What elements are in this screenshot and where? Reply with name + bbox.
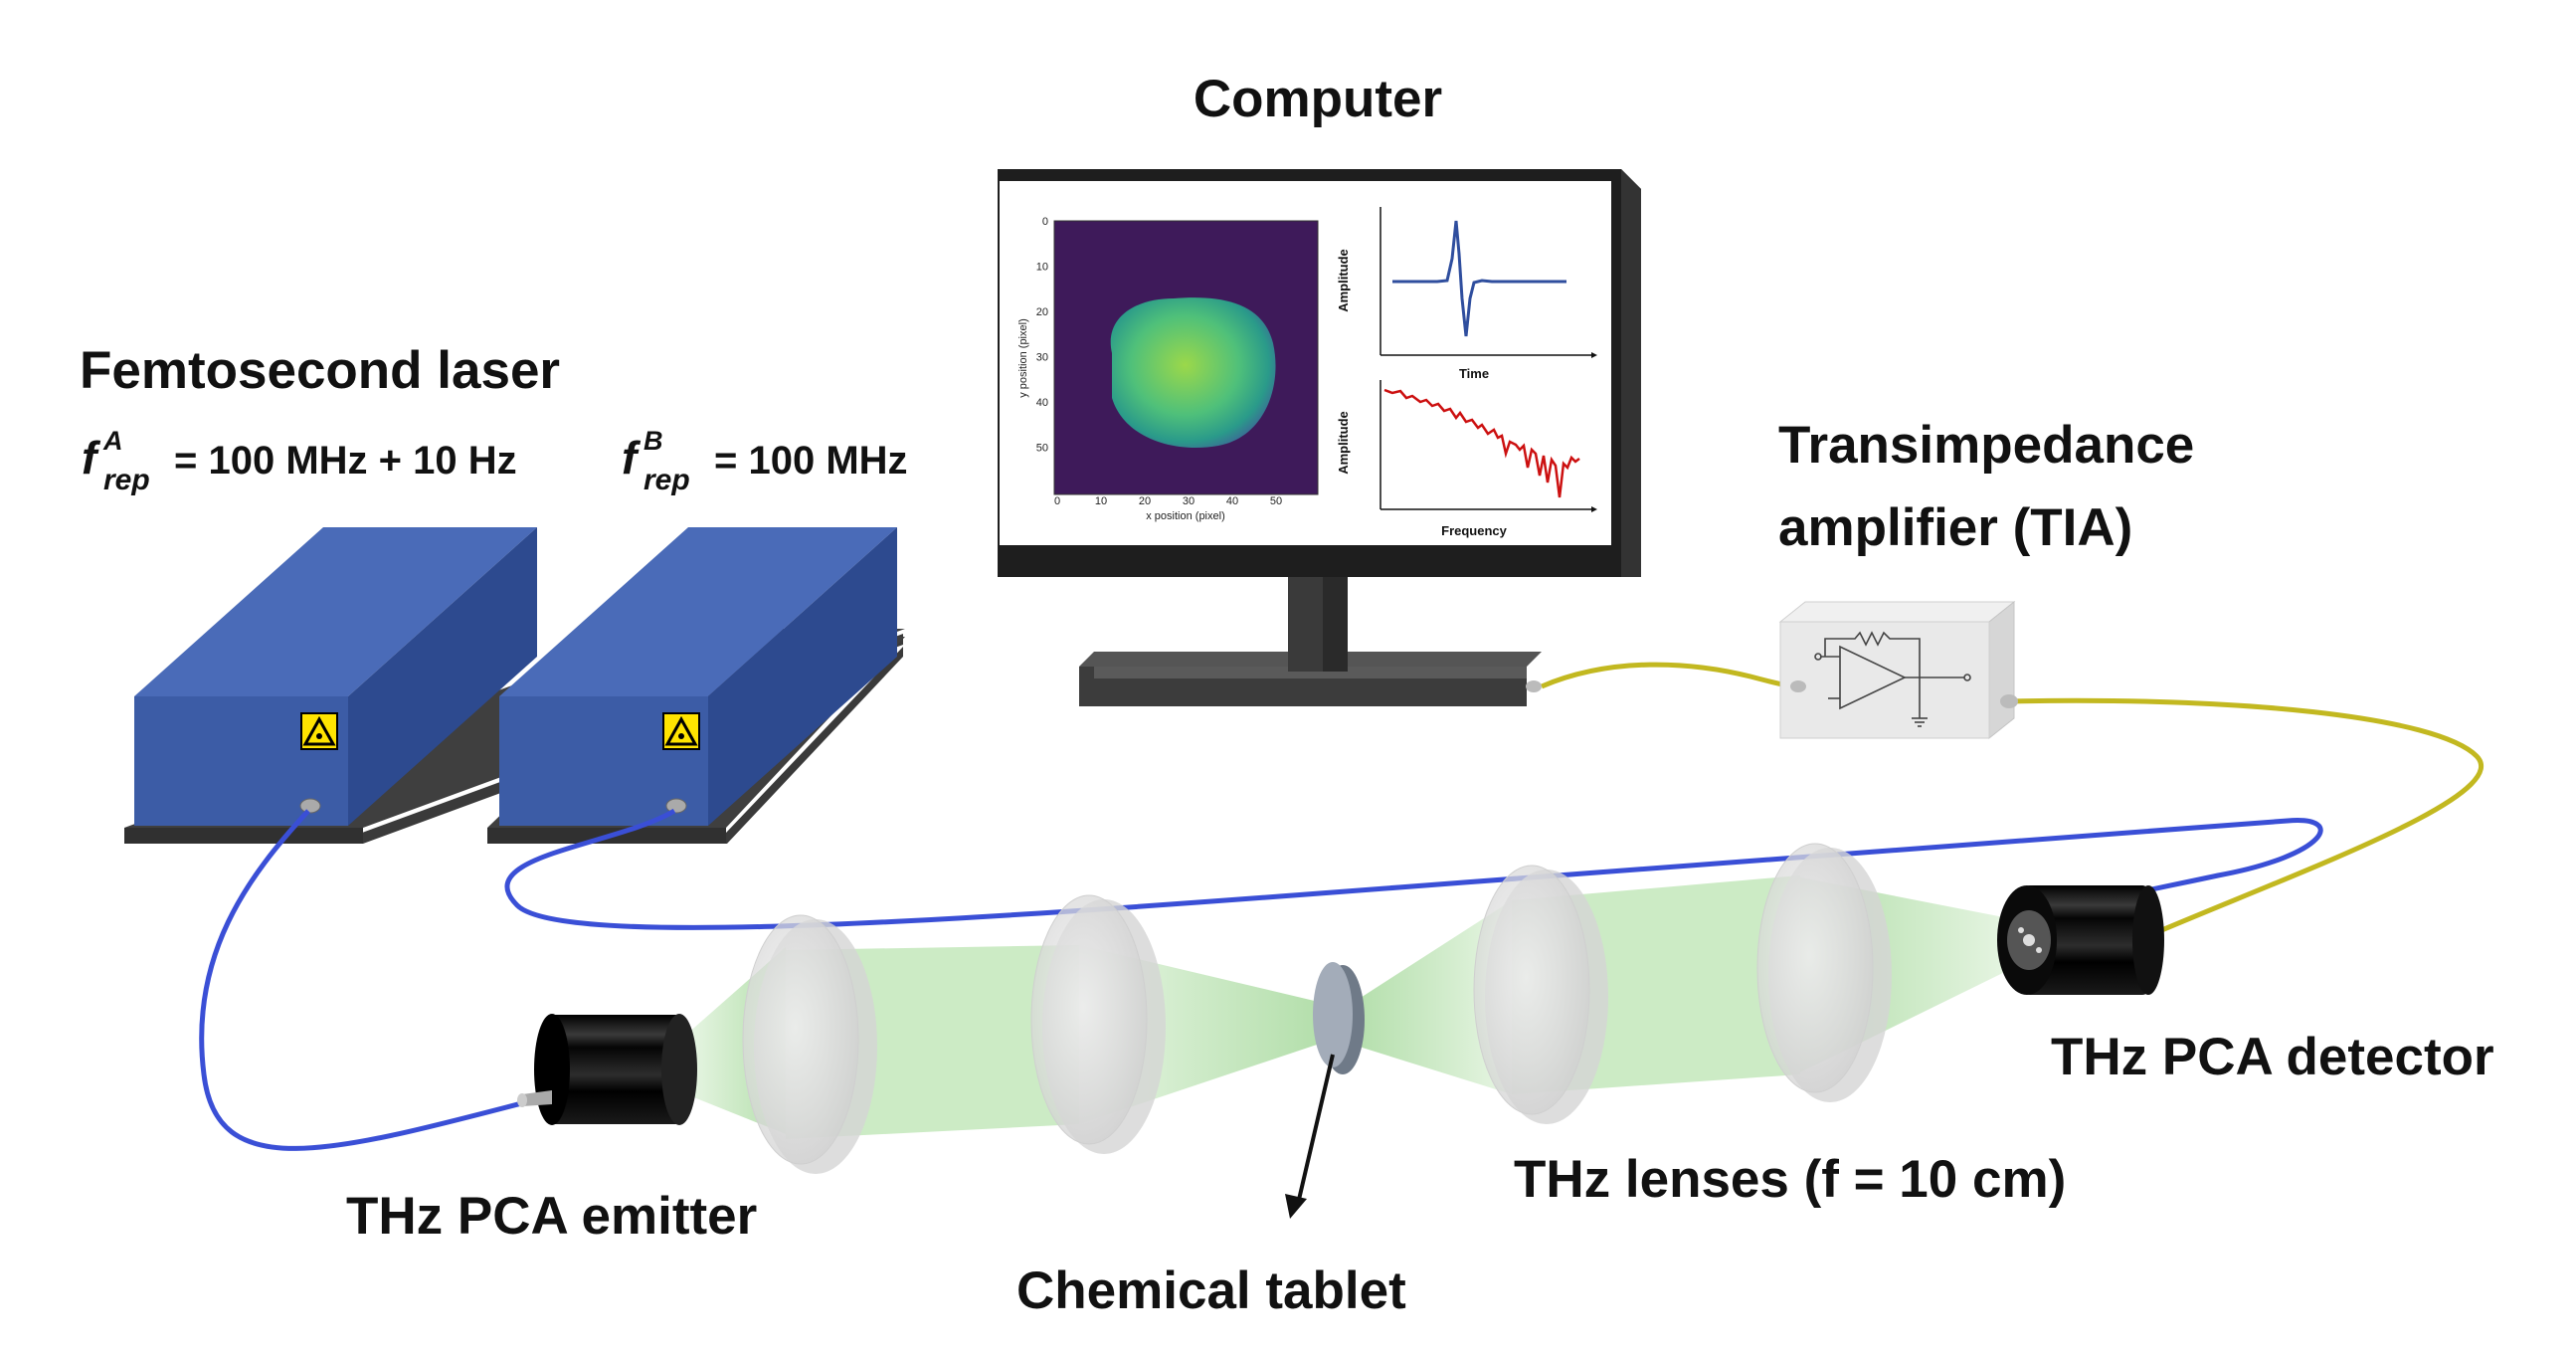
laser-b-fiber-port: [665, 798, 687, 814]
label-frep-b: f B rep = 100 MHz: [622, 426, 908, 496]
thz-lens-2: [1030, 894, 1166, 1154]
laser-warning-icon: [300, 712, 338, 750]
frequency-domain-trace: [1383, 388, 1580, 498]
thz-lens-4: [1756, 843, 1892, 1102]
frep-a-value: = 100 MHz + 10 Hz: [174, 439, 517, 483]
thz-lens-3: [1473, 865, 1608, 1124]
frep-a-sub: rep: [103, 464, 150, 496]
image-x-tick-label: 20: [1139, 495, 1151, 507]
cable-computer-to-tia: [1541, 662, 1801, 689]
laser-b-top: [499, 527, 897, 696]
laser-a-side: [348, 527, 537, 826]
screen-frequency-plot: Frequency Amplitude: [1336, 380, 1597, 538]
image-x-tick-label: 40: [1226, 495, 1238, 507]
image-x-ticks: 0 10 20 30 40 50: [1054, 495, 1282, 507]
image-x-tick-label: 0: [1054, 495, 1060, 507]
image-y-ticks: 0 10 20 30 40 50: [1036, 216, 1048, 455]
frep-a-f: f: [82, 432, 101, 484]
laser-a-top: [134, 527, 537, 696]
thz-lens-1: [742, 914, 877, 1174]
image-x-tick-label: 50: [1270, 495, 1282, 507]
cable-tia-to-detector: [2006, 697, 2484, 943]
freq-xlabel: Frequency: [1441, 523, 1508, 538]
laser-warning-icon: [662, 712, 700, 750]
tablet-pointer-arrow: [1285, 1054, 1335, 1219]
label-detector: THz PCA detector: [2051, 1028, 2494, 1086]
frep-a-sup: A: [102, 426, 123, 456]
freq-ylabel: Amplitude: [1336, 411, 1351, 475]
fiber-laser-a-to-emitter: [199, 809, 538, 1151]
label-femtosecond-laser: Femtosecond laser: [80, 341, 560, 400]
image-y-tick-label: 0: [1042, 216, 1048, 228]
thz-pca-detector: [1997, 885, 2164, 995]
image-xlabel: x position (pixel): [1146, 510, 1224, 522]
thz-pca-emitter: [517, 1014, 697, 1125]
image-y-tick-label: 10: [1036, 262, 1048, 274]
frep-b-sup: B: [644, 426, 663, 456]
time-ylabel: Amplitude: [1336, 249, 1351, 312]
label-computer: Computer: [1194, 70, 1442, 128]
frep-b-sub: rep: [644, 464, 690, 496]
chemical-tablet: [1313, 962, 1365, 1074]
laser-b-front: [499, 696, 708, 826]
screen-image-plot: 0 10 20 30 40 50 0 10 20 30 40 50 x position (pixe…: [1017, 216, 1319, 522]
screen-time-plot: Time Amplitude: [1336, 207, 1597, 381]
label-tia-line1: Transimpedance: [1778, 416, 2194, 475]
laser-a-fiber-port: [299, 798, 321, 814]
laser-a-front: [134, 696, 348, 826]
image-y-tick-label: 40: [1036, 397, 1048, 409]
time-xlabel: Time: [1459, 366, 1489, 381]
frep-b-value: = 100 MHz: [714, 439, 908, 483]
image-ylabel: y position (pixel): [1017, 318, 1029, 397]
image-y-tick-label: 50: [1036, 443, 1048, 455]
label-chemical-tablet: Chemical tablet: [1016, 1261, 1406, 1320]
image-y-tick-label: 30: [1036, 352, 1048, 364]
label-frep-a: f A rep = 100 MHz + 10 Hz: [82, 426, 517, 496]
label-lenses: THz lenses (f = 10 cm): [1514, 1150, 2066, 1209]
image-tablet-blob: [1110, 297, 1276, 448]
label-tia-line2: amplifier (TIA): [1778, 498, 2132, 557]
femtosecond-laser-b: [487, 527, 905, 844]
thz-beam-focus-right: [1353, 900, 1512, 1094]
image-x-tick-label: 10: [1095, 495, 1107, 507]
laser-b-side: [708, 527, 897, 826]
label-emitter: THz PCA emitter: [346, 1187, 757, 1246]
image-y-tick-label: 20: [1036, 306, 1048, 318]
frep-b-f: f: [622, 432, 642, 484]
opamp-circuit-icon: [1814, 631, 1971, 727]
image-x-tick-label: 30: [1183, 495, 1195, 507]
tia-box: [1778, 600, 2018, 740]
time-domain-trace: [1392, 220, 1566, 337]
